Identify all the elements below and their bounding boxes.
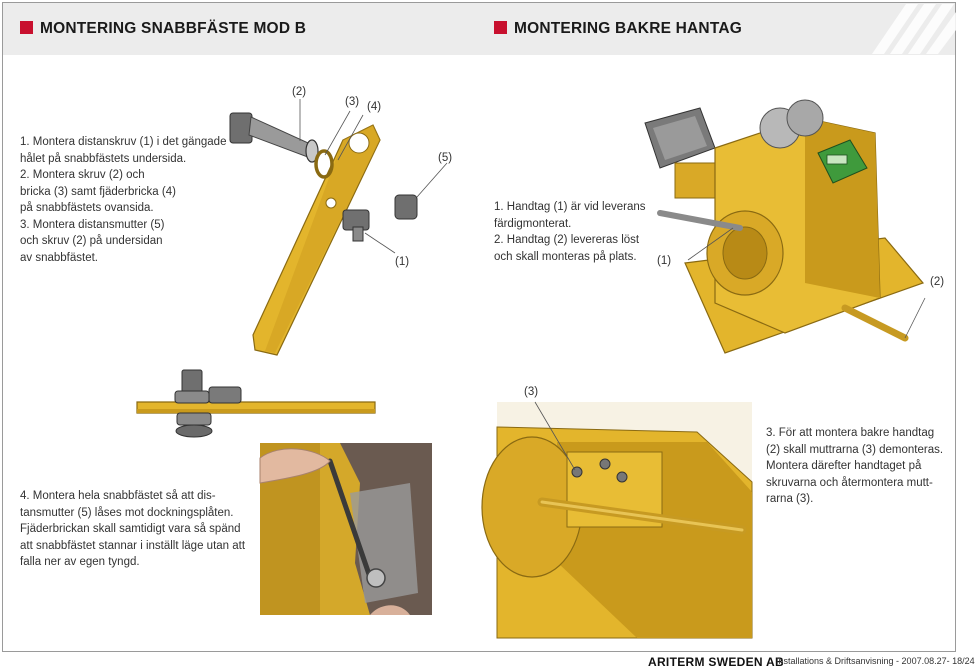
corner-stripes-decoration <box>872 4 956 54</box>
header-bar <box>3 3 955 55</box>
callout-1-right: (1) <box>657 255 672 267</box>
right-top-instructions: 1. Handtag (1) är vid leverans färdigmon… <box>494 201 646 263</box>
right-section-title: MONTERING BAKRE HANTAG <box>494 20 742 38</box>
left-bottom-instructions: 4. Montera hela snabbfästet så att dis- … <box>20 490 246 568</box>
callout-2-left: (2) <box>292 86 307 98</box>
left-top-instructions: 1. Montera distanskruv (1) i det gängade… <box>20 136 227 264</box>
red-square-icon <box>494 21 507 34</box>
footer-info: Installations & Driftsanvisning - 2007.0… <box>776 656 975 666</box>
left-section-title: MONTERING SNABBFÄSTE MOD B <box>20 20 306 38</box>
page-frame <box>2 2 956 652</box>
red-square-icon <box>20 21 33 34</box>
callout-1-left: (1) <box>395 256 410 268</box>
callout-3-right: (3) <box>524 386 539 398</box>
mounting-photo <box>259 443 432 615</box>
callout-5-left: (5) <box>438 152 453 164</box>
footer-brand: ARITERM SWEDEN AB <box>648 655 784 669</box>
burner-machine-illustration <box>644 99 926 354</box>
quick-mount-assembled-illustration <box>136 369 376 438</box>
handle-mounting-detail <box>481 401 753 639</box>
callout-4-left: (4) <box>367 101 382 113</box>
callout-2-right: (2) <box>930 276 945 288</box>
right-bottom-instructions: 3. För att montera bakre handtag (2) ska… <box>766 427 944 505</box>
quick-mount-exploded-illustration <box>229 99 448 356</box>
callout-3-left: (3) <box>345 96 360 108</box>
